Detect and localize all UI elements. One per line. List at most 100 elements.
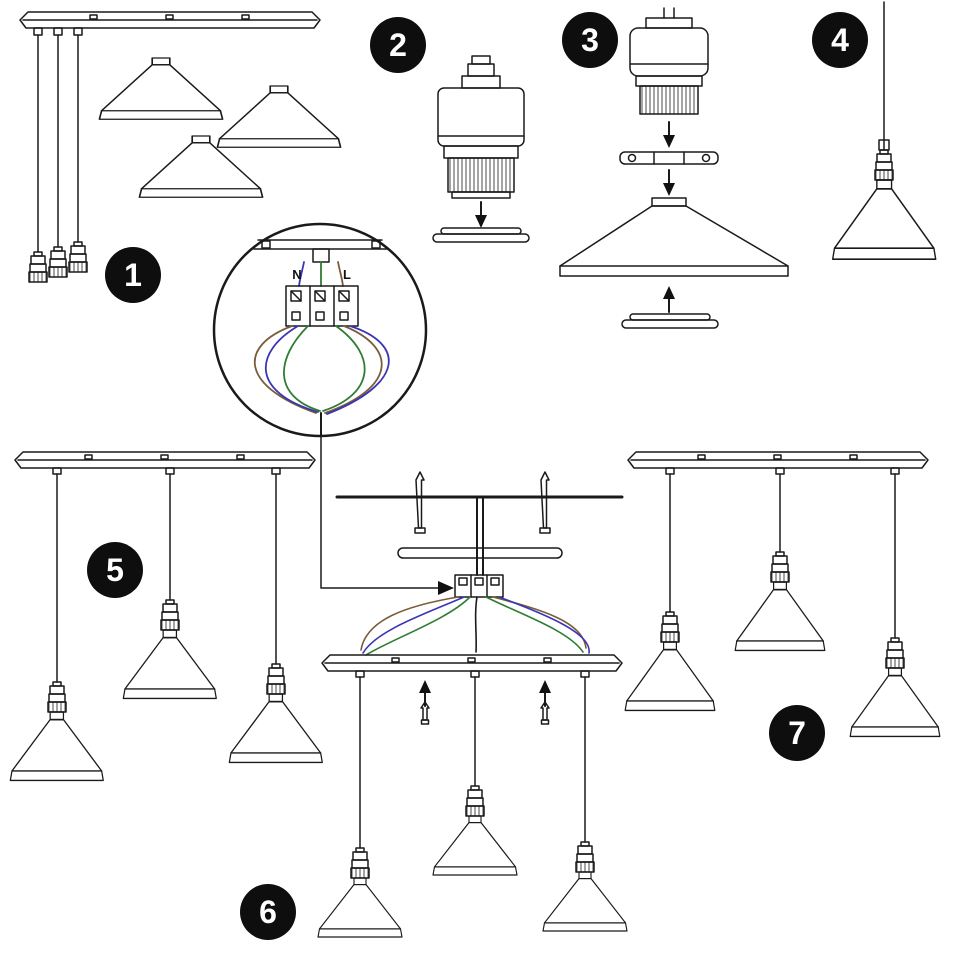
- live-terminal-label: L: [343, 267, 351, 282]
- step-2-lamp-holder: [432, 55, 530, 243]
- holder-cap: [645, 17, 693, 29]
- holder-threads: [639, 85, 699, 115]
- lamp-socket: [160, 599, 180, 631]
- wire-blue: [298, 261, 305, 287]
- step-6-pendants: [317, 670, 628, 938]
- holder-threads: [447, 157, 515, 193]
- lamp-socket: [660, 611, 680, 643]
- ceiling-bar: [14, 451, 316, 469]
- step-4-assembled-pendant: [831, 1, 937, 261]
- cone-shade: [734, 581, 826, 652]
- step-4-badge: 4: [812, 12, 868, 68]
- wire-brown: [324, 325, 383, 414]
- terminal-block: [285, 285, 359, 327]
- lamp-socket: [350, 847, 370, 879]
- cord-grip: [52, 467, 62, 475]
- terminal-block-small: [454, 574, 504, 598]
- cord-grip: [470, 670, 480, 678]
- cone-shade: [542, 871, 628, 932]
- wire-brown: [360, 596, 459, 651]
- wire-green: [485, 596, 584, 653]
- cone-shade: [317, 877, 403, 938]
- holder-nub: [471, 55, 491, 65]
- cone-shade: [831, 179, 937, 261]
- holder-cap: [467, 63, 495, 77]
- neutral-terminal-label: N: [292, 267, 301, 282]
- ceiling-bar: [321, 654, 623, 672]
- step-7-badge: 7: [769, 705, 825, 761]
- cord-grip: [355, 670, 365, 678]
- holder-collar: [443, 145, 519, 159]
- large-cone-shade: [559, 197, 789, 277]
- lamp-socket: [874, 149, 894, 181]
- holder-neck: [461, 75, 501, 89]
- arrow-down-icon: [662, 169, 676, 197]
- wire-blue: [326, 325, 390, 415]
- lamp-socket: [68, 241, 88, 273]
- lamp-socket: [770, 551, 790, 583]
- lamp-socket: [885, 637, 905, 669]
- leader-arrow-icon: [438, 581, 454, 595]
- cone-shade: [849, 667, 941, 738]
- mounting-screw: [414, 471, 426, 534]
- lamp-socket: [575, 841, 595, 873]
- cone-shade: [432, 815, 518, 876]
- lamp-socket: [47, 681, 67, 713]
- arrow-down-icon: [474, 201, 488, 229]
- step-3-badge: 3: [562, 12, 618, 68]
- holder-ring: [451, 191, 511, 199]
- shade-bracket: [619, 151, 719, 165]
- wire-green: [365, 596, 471, 656]
- mounting-bracket: [397, 547, 563, 559]
- lamp-socket: [48, 246, 68, 278]
- wire-green: [322, 325, 366, 412]
- wire-black: [474, 596, 478, 653]
- wire-green: [283, 325, 321, 412]
- arrow-down-icon: [662, 121, 676, 149]
- ceiling-mounting-assembly: [321, 471, 624, 725]
- cord-grip: [73, 27, 83, 36]
- step-3-exploded-shade: [559, 7, 789, 329]
- cone-shade: [9, 711, 104, 782]
- arrow-up-icon: [662, 285, 676, 313]
- lamp-socket: [465, 785, 485, 817]
- cone-shade: [216, 85, 342, 149]
- wire-blue: [498, 596, 590, 654]
- wire-blue: [264, 325, 319, 413]
- step-7-pendants: [624, 451, 941, 738]
- cord-grip: [33, 27, 43, 36]
- cord-grip: [665, 467, 675, 475]
- step-2-badge: 2: [370, 17, 426, 73]
- step-5-badge: 5: [87, 542, 143, 598]
- cord-grip: [165, 467, 175, 475]
- bar-clip: [371, 240, 381, 249]
- cord-grip: [775, 467, 785, 475]
- holder-body: [629, 27, 709, 77]
- holder-body: [437, 87, 525, 147]
- mounting-plate: [621, 313, 719, 329]
- lamp-socket: [28, 251, 48, 283]
- cord-grip: [580, 670, 590, 678]
- wiring-detail: N L: [212, 222, 428, 438]
- detail-leader-line: [320, 436, 454, 595]
- cone-shade: [228, 693, 323, 764]
- bar-clip: [261, 240, 271, 249]
- cord-grip: [312, 248, 330, 263]
- mounting-plate: [432, 227, 530, 243]
- wire-blue: [362, 596, 465, 654]
- lamp-socket: [266, 663, 286, 695]
- ceiling-bar: [19, 11, 321, 29]
- cone-shade: [98, 57, 224, 121]
- step-5-pendants: [9, 451, 323, 782]
- ceiling-bar: [627, 451, 929, 469]
- wire-brown: [253, 325, 317, 414]
- cone-shade: [624, 641, 716, 712]
- cone-shade: [122, 629, 217, 700]
- wire-brown: [337, 261, 344, 287]
- cord-grip: [890, 467, 900, 475]
- cone-shade: [138, 135, 264, 199]
- cord-grip: [271, 467, 281, 475]
- step-1-parts: [19, 11, 342, 283]
